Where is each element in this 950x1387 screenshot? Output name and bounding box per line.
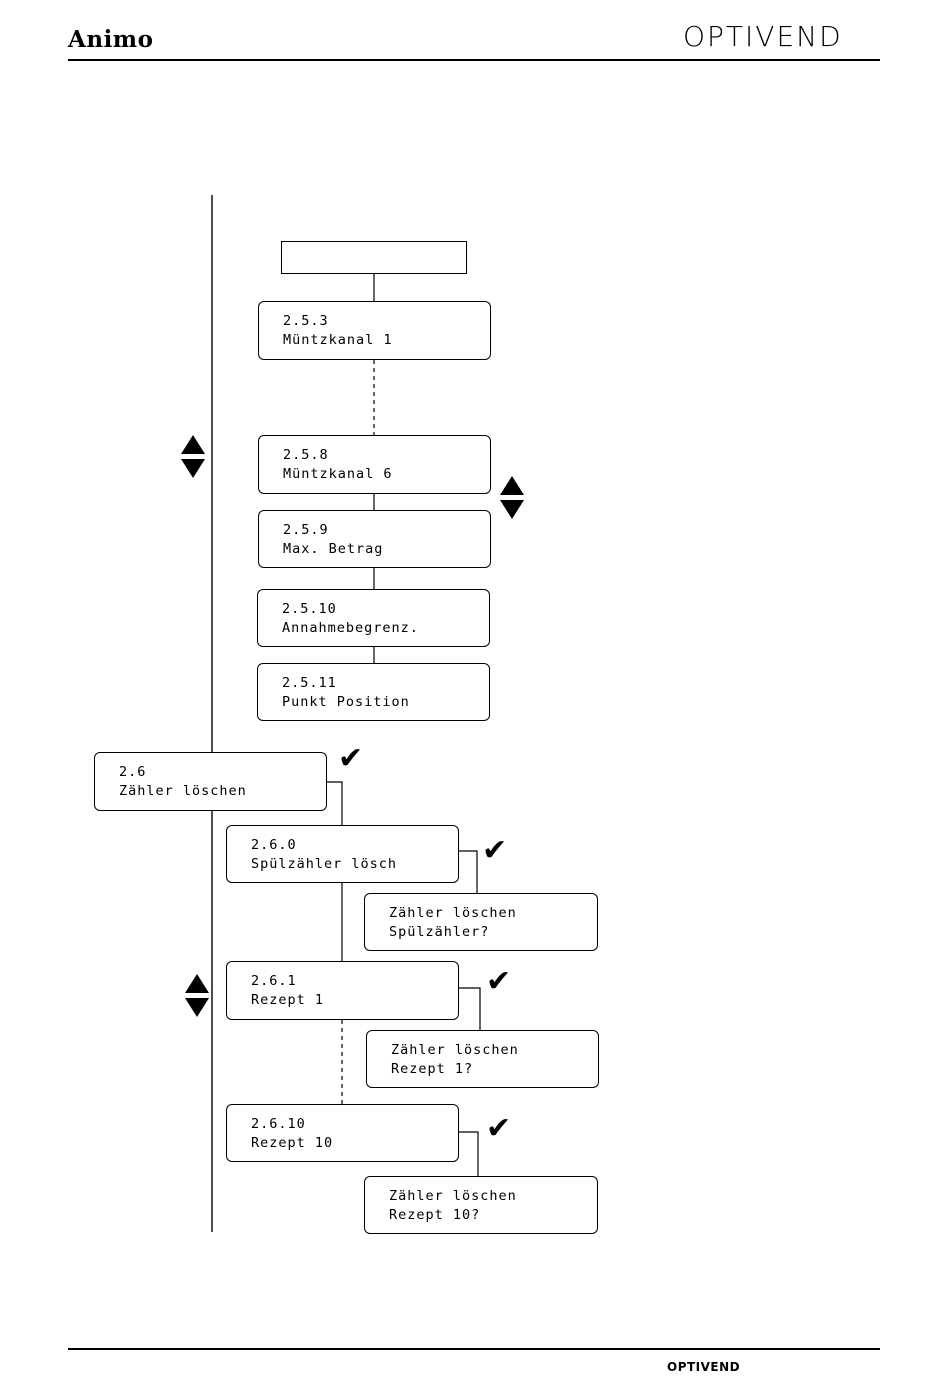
menu-label: Müntzkanal 6 bbox=[283, 465, 393, 484]
menu-label: Müntzkanal 1 bbox=[283, 331, 393, 350]
checkmark-icon: ✔ bbox=[486, 967, 511, 997]
checkmark-icon: ✔ bbox=[482, 836, 507, 866]
up-down-arrows-icon bbox=[181, 435, 205, 478]
menu-label: Annahmebegrenz. bbox=[282, 619, 419, 638]
menu-number: 2.6.0 bbox=[251, 836, 397, 855]
menu-number: 2.5.9 bbox=[283, 521, 383, 540]
confirm-line2: Rezept 1? bbox=[391, 1060, 519, 1079]
confirm-line2: Rezept 10? bbox=[389, 1206, 517, 1225]
menu-label: Max. Betrag bbox=[283, 540, 383, 559]
menu-label: Spülzähler lösch bbox=[251, 855, 397, 874]
checkmark-icon: ✔ bbox=[486, 1114, 511, 1144]
confirm-line1: Zähler löschen bbox=[389, 904, 517, 923]
footer-rule bbox=[68, 1348, 880, 1350]
menu-label: Rezept 1 bbox=[251, 991, 324, 1010]
optivend-footer-logo: OPTIVEND bbox=[667, 1360, 740, 1374]
menu-number: 2.5.8 bbox=[283, 446, 393, 465]
menu-number: 2.5.10 bbox=[282, 600, 419, 619]
confirm-line2: Spülzähler? bbox=[389, 923, 517, 942]
menu-number: 2.5.3 bbox=[283, 312, 393, 331]
checkmark-icon: ✔ bbox=[338, 744, 363, 774]
menu-label: Zähler löschen bbox=[119, 782, 247, 801]
menu-number: 2.6 bbox=[119, 763, 247, 782]
menu-label: Rezept 10 bbox=[251, 1134, 333, 1153]
menu-number: 2.6.1 bbox=[251, 972, 324, 991]
menu-number: 2.5.11 bbox=[282, 674, 410, 693]
menu-label: Punkt Position bbox=[282, 693, 410, 712]
menu-number: 2.6.10 bbox=[251, 1115, 333, 1134]
up-down-arrows-icon bbox=[185, 974, 209, 1017]
confirm-line1: Zähler löschen bbox=[389, 1187, 517, 1206]
confirm-line1: Zähler löschen bbox=[391, 1041, 519, 1060]
up-down-arrows-icon bbox=[500, 476, 524, 519]
parent-menu-box bbox=[281, 241, 467, 274]
